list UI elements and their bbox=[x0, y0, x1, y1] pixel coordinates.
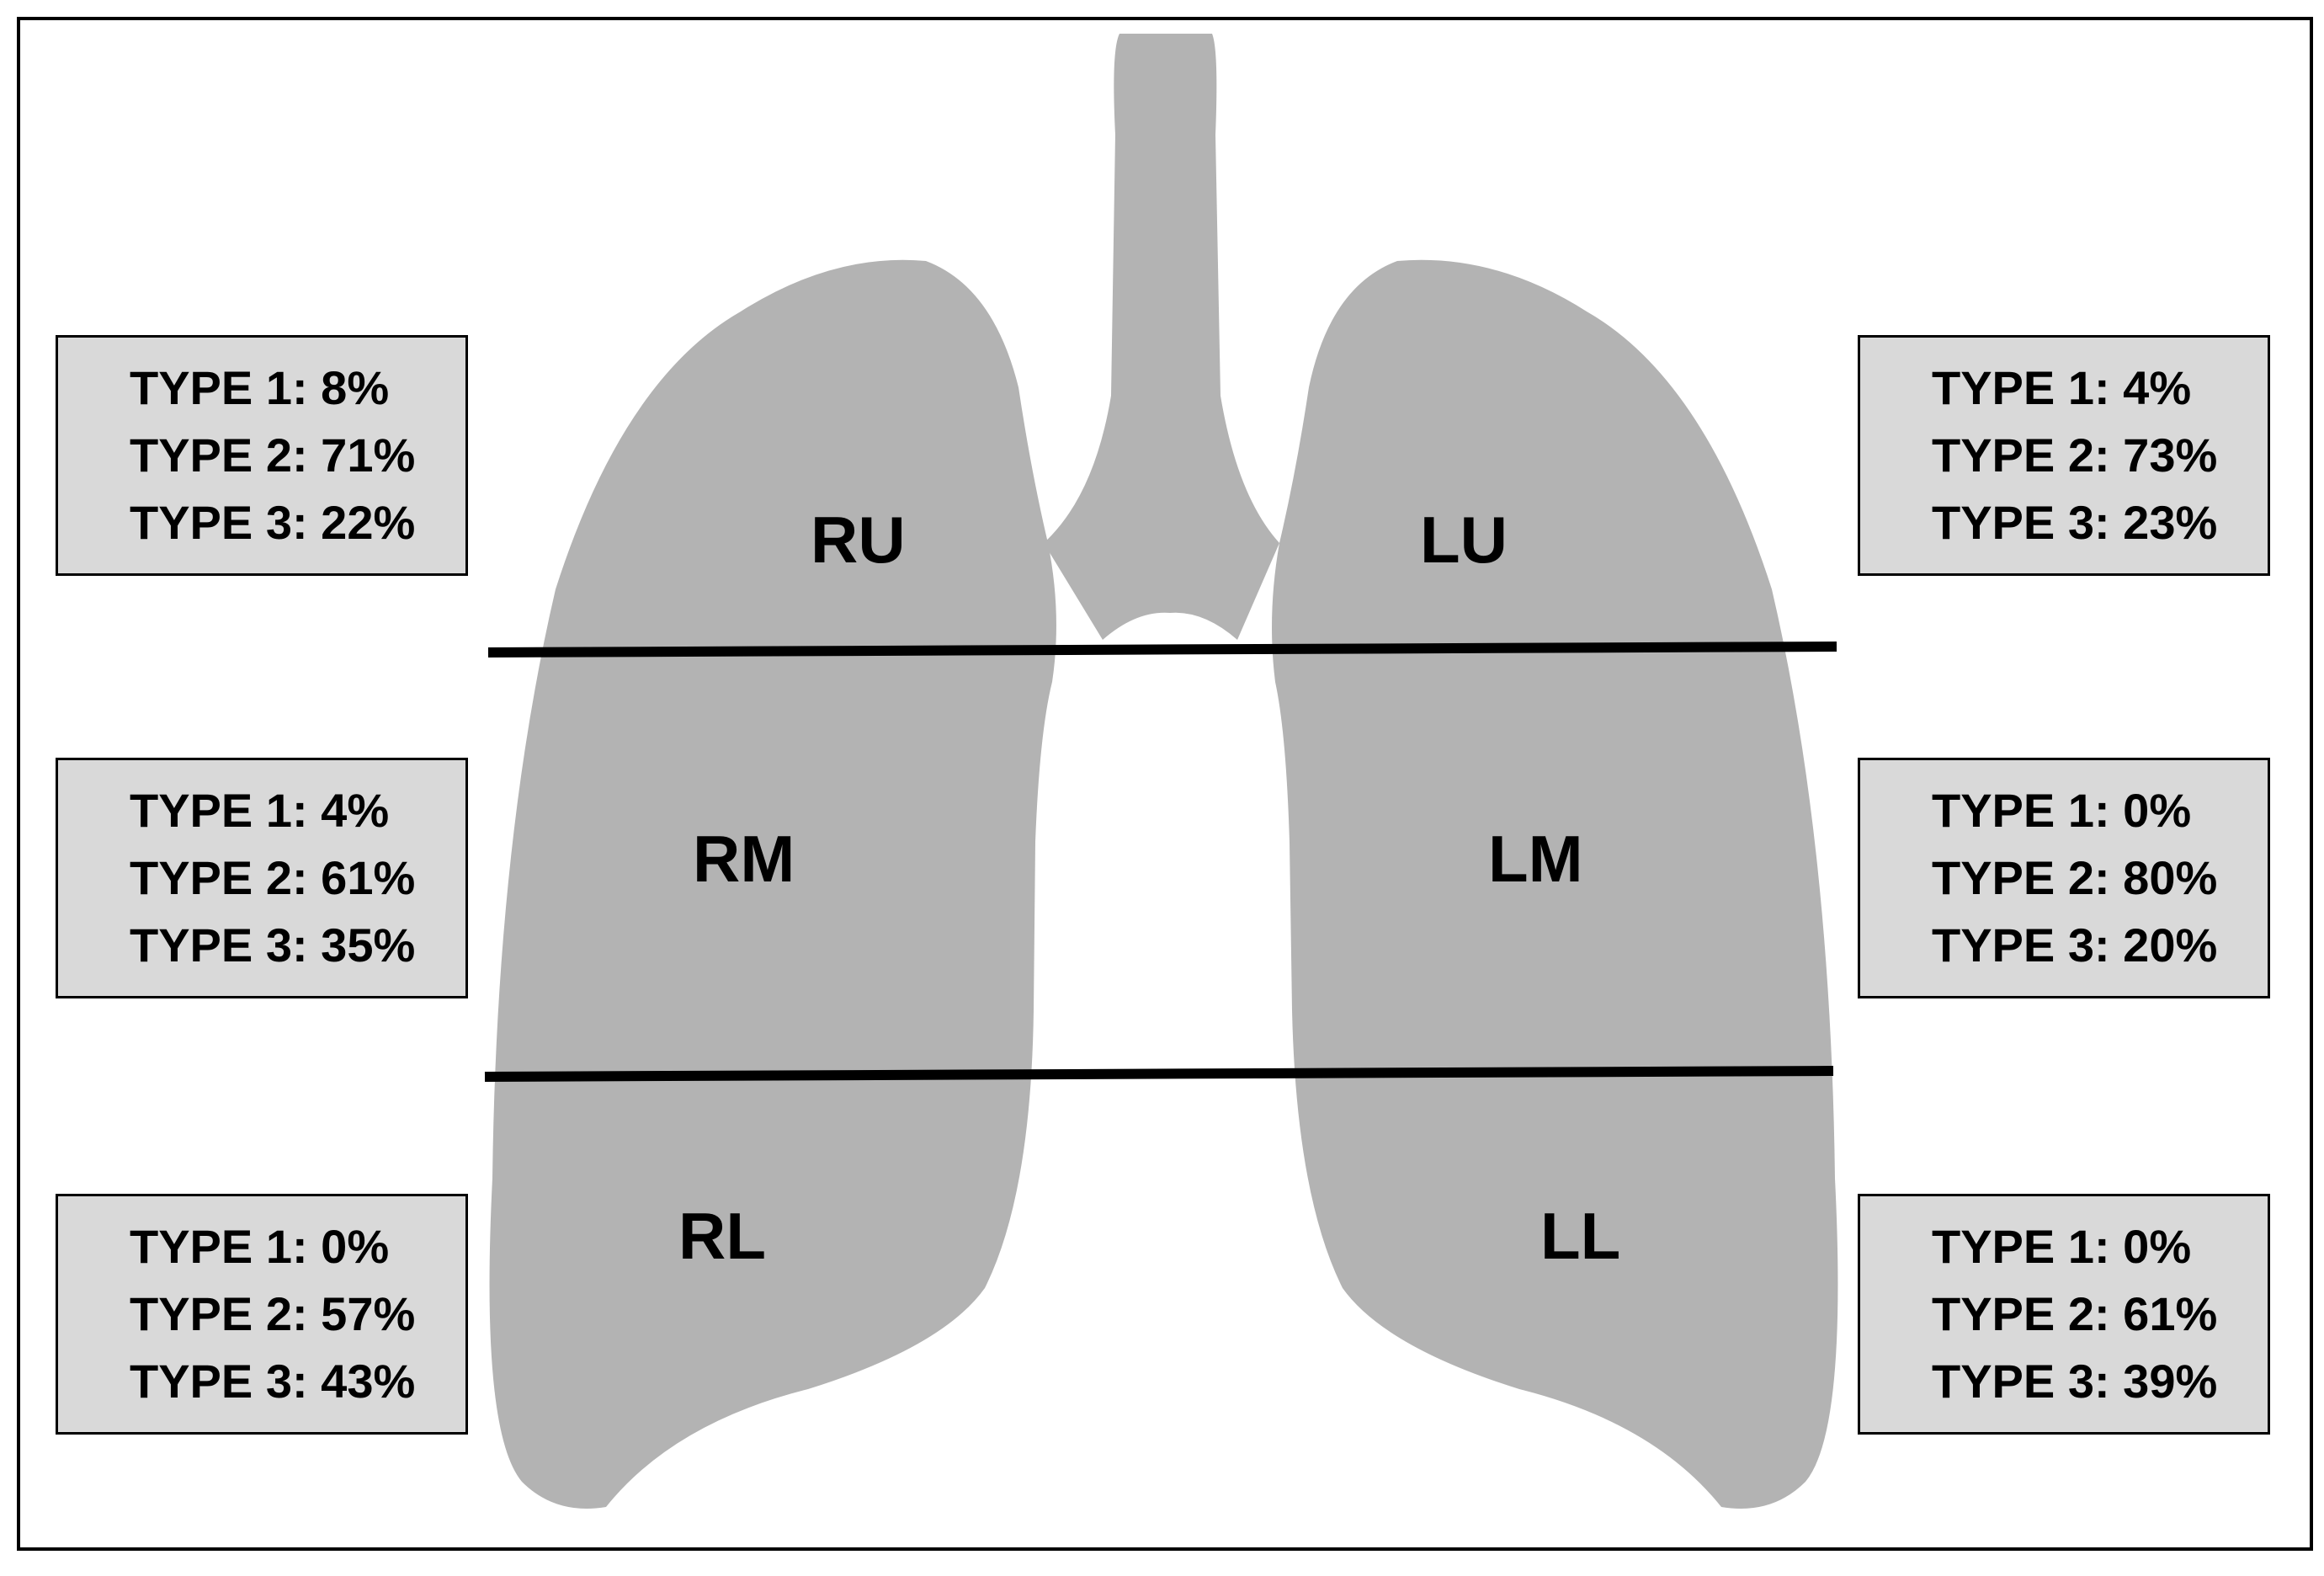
stat-type1: TYPE 1: 8% bbox=[130, 361, 390, 414]
stat-type1: TYPE 1: 0% bbox=[1932, 1220, 2192, 1273]
left-lung-shape bbox=[1272, 259, 1838, 1509]
stat-type1: TYPE 1: 4% bbox=[1932, 361, 2192, 414]
trachea-shape bbox=[1044, 34, 1279, 640]
region-label-lm: LM bbox=[1488, 822, 1583, 896]
stat-type2: TYPE 2: 73% bbox=[1932, 429, 2218, 482]
stat-type3: TYPE 3: 43% bbox=[130, 1355, 416, 1408]
region-label-lu: LU bbox=[1420, 503, 1508, 577]
stat-type3: TYPE 3: 20% bbox=[1932, 918, 2218, 972]
stat-type2: TYPE 2: 80% bbox=[1932, 851, 2218, 904]
stats-box-lu: TYPE 1: 4% TYPE 2: 73% TYPE 3: 23% bbox=[1858, 335, 2270, 576]
stat-type3: TYPE 3: 22% bbox=[130, 496, 416, 549]
stat-type2: TYPE 2: 71% bbox=[130, 429, 416, 482]
stat-type3: TYPE 3: 23% bbox=[1932, 496, 2218, 549]
stat-type3: TYPE 3: 35% bbox=[130, 918, 416, 972]
stats-box-rl: TYPE 1: 0% TYPE 2: 57% TYPE 3: 43% bbox=[56, 1194, 468, 1435]
region-label-rm: RM bbox=[693, 822, 795, 896]
stat-type2: TYPE 2: 61% bbox=[130, 851, 416, 904]
region-label-ru: RU bbox=[811, 503, 906, 577]
upper-divider-line bbox=[487, 642, 1837, 658]
stat-type1: TYPE 1: 0% bbox=[130, 1220, 390, 1273]
stats-box-ru: TYPE 1: 8% TYPE 2: 71% TYPE 3: 22% bbox=[56, 335, 468, 576]
stat-type3: TYPE 3: 39% bbox=[1932, 1355, 2218, 1408]
stat-type2: TYPE 2: 57% bbox=[130, 1287, 416, 1340]
stats-box-rm: TYPE 1: 4% TYPE 2: 61% TYPE 3: 35% bbox=[56, 758, 468, 998]
region-label-rl: RL bbox=[678, 1199, 766, 1273]
stats-box-lm: TYPE 1: 0% TYPE 2: 80% TYPE 3: 20% bbox=[1858, 758, 2270, 998]
region-label-ll: LL bbox=[1540, 1199, 1620, 1273]
stat-type1: TYPE 1: 0% bbox=[1932, 784, 2192, 837]
lower-divider-line bbox=[484, 1066, 1834, 1082]
stat-type2: TYPE 2: 61% bbox=[1932, 1287, 2218, 1340]
stat-type1: TYPE 1: 4% bbox=[130, 784, 390, 837]
stats-box-ll: TYPE 1: 0% TYPE 2: 61% TYPE 3: 39% bbox=[1858, 1194, 2270, 1435]
right-lung-shape bbox=[489, 259, 1056, 1509]
